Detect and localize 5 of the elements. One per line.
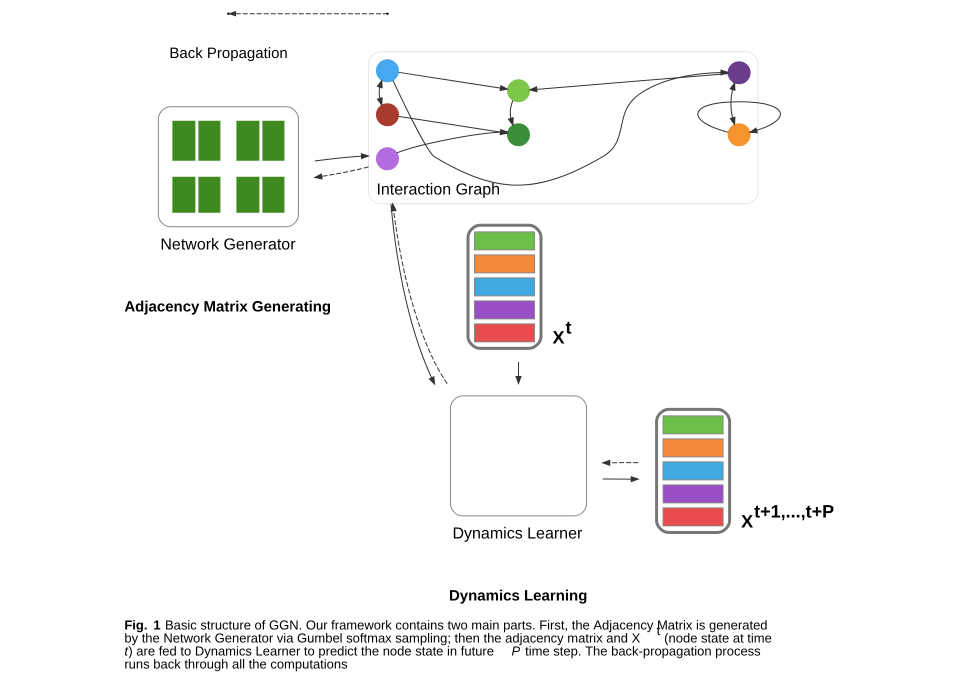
legend-label: Back Propagation [168, 44, 288, 62]
node-label: Dynamics Learner [452, 525, 582, 542]
node-label: Network Generator [160, 236, 296, 254]
label: Dynamics Learning [448, 586, 587, 604]
label: Adjacency Matrix Generating [124, 298, 331, 315]
